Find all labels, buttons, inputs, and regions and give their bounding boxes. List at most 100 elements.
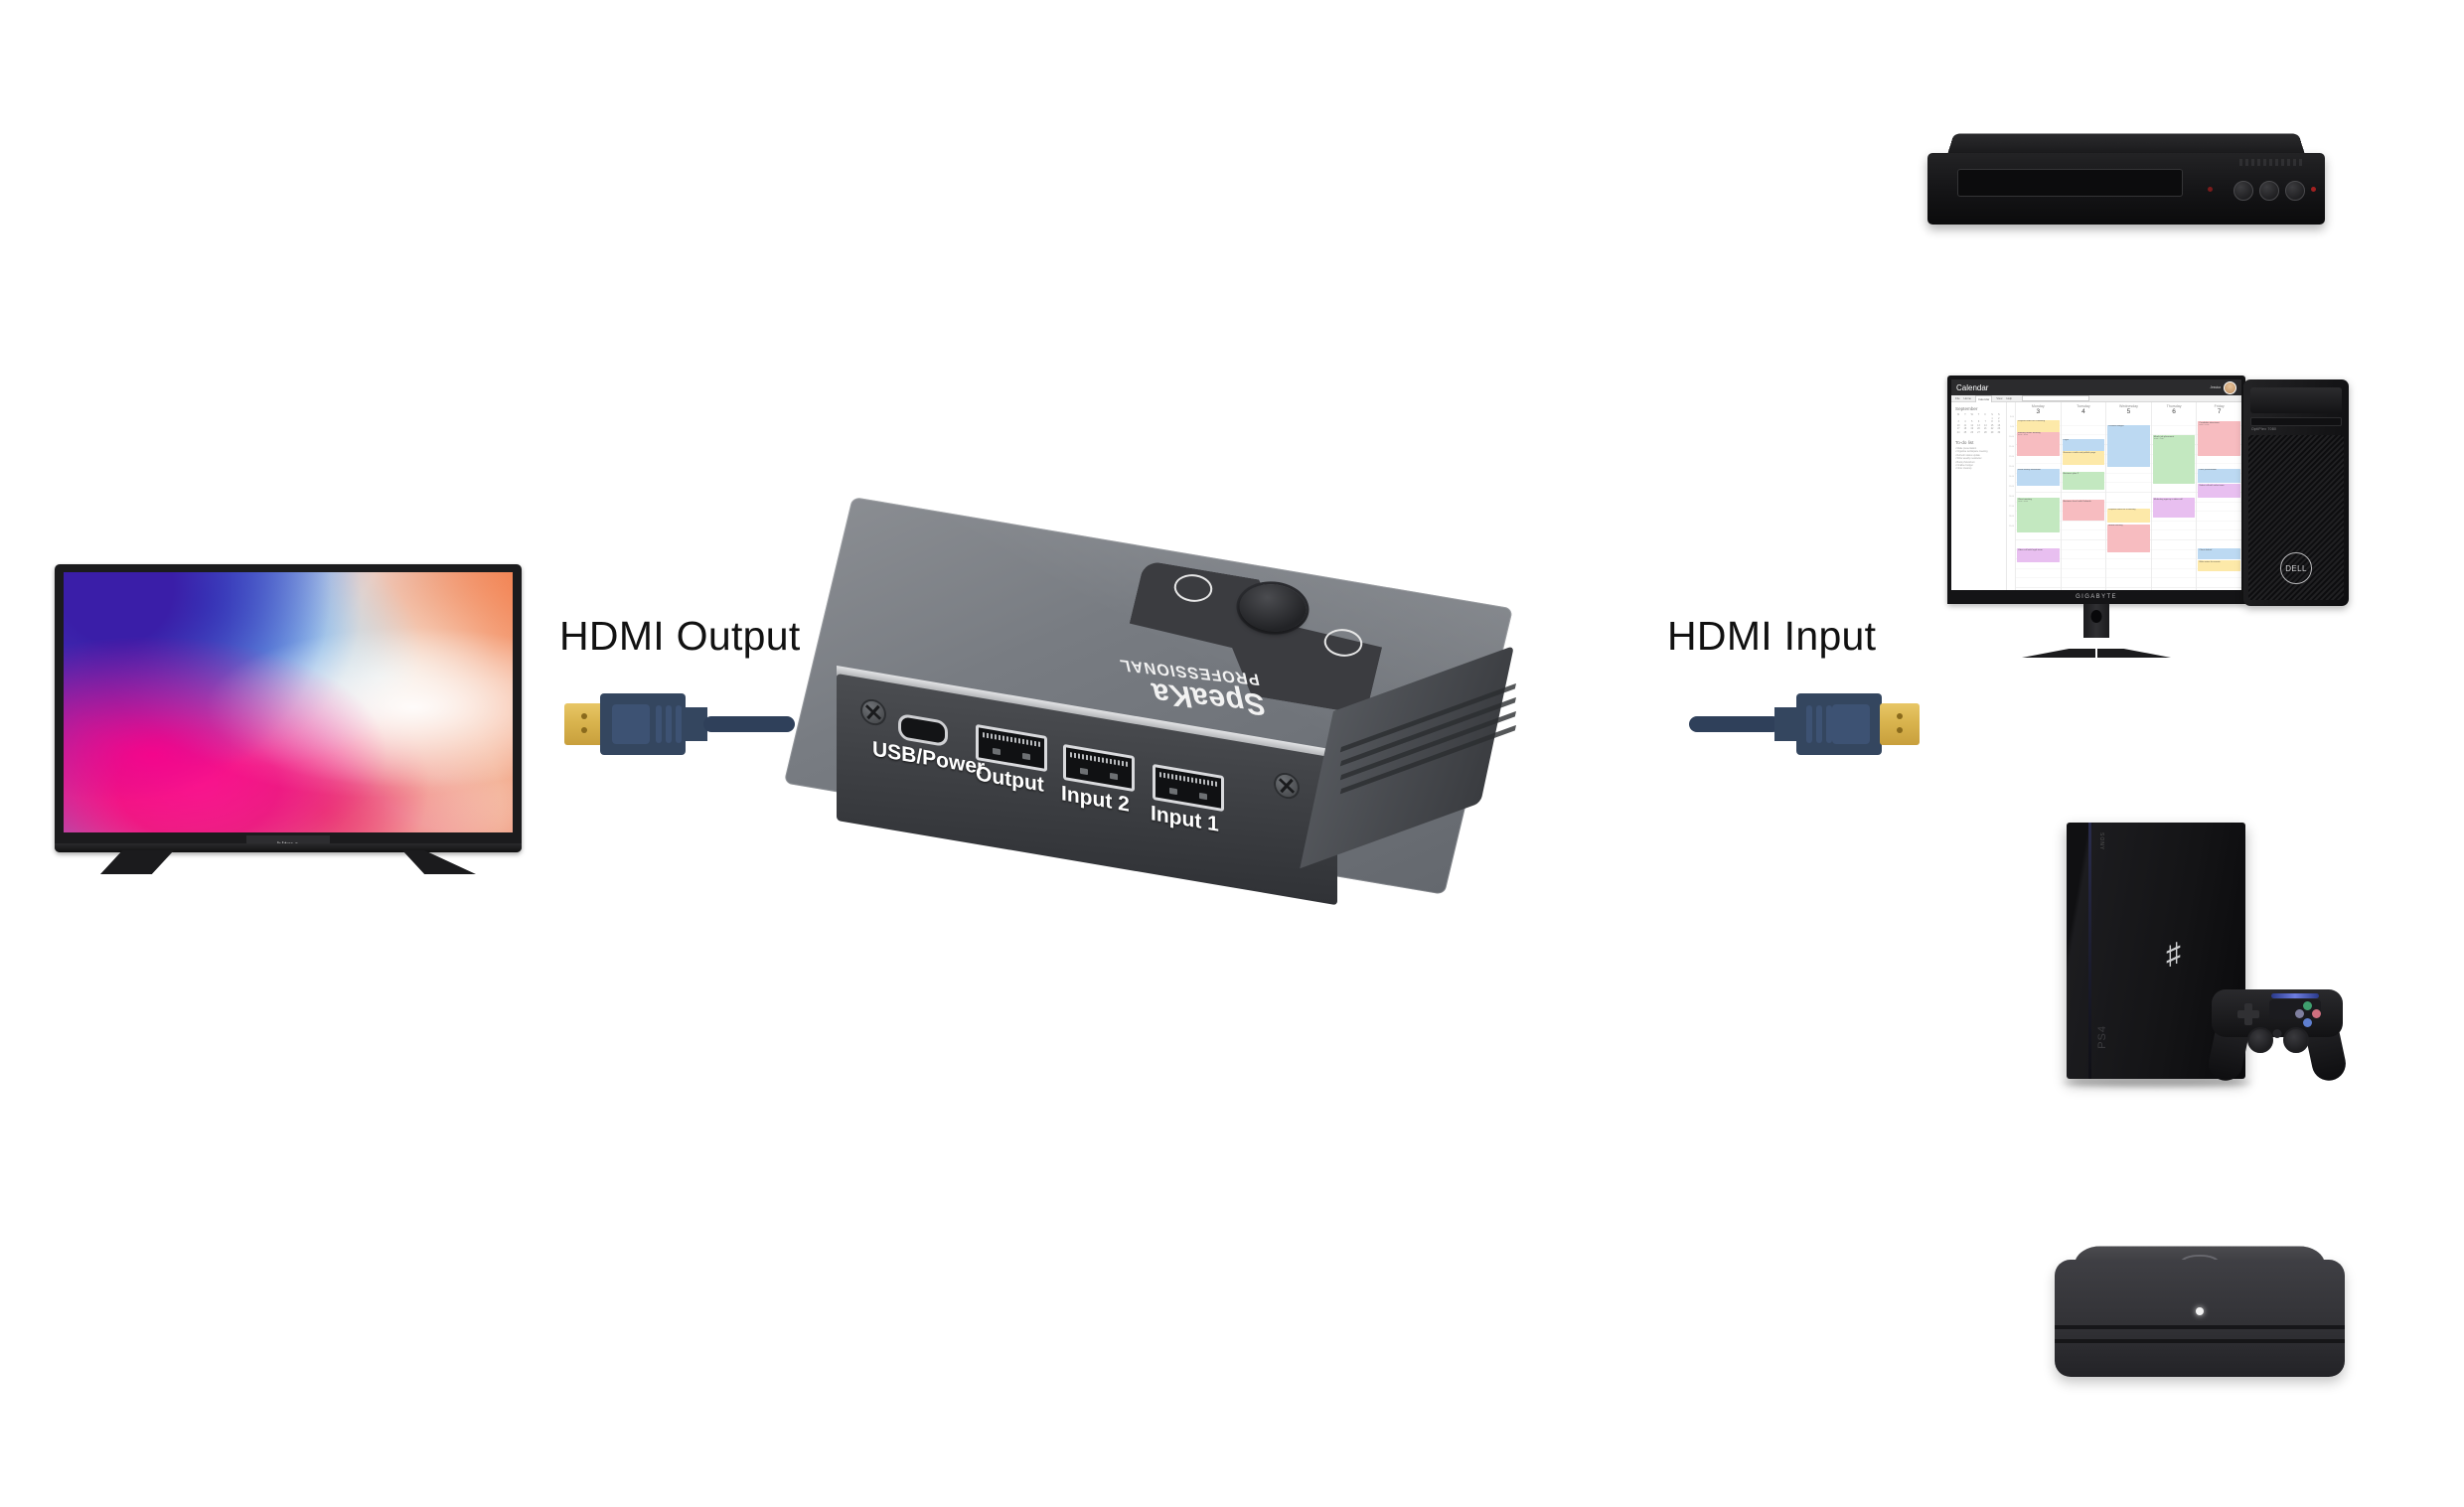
calendar-user[interactable]: Jessica [2210, 380, 2236, 394]
device-game-console[interactable]: SONY ♯ PS4 [2057, 823, 2365, 1111]
todo-item[interactable]: • Book photoshoot [1955, 460, 1975, 464]
mini-day[interactable]: 29 [1990, 430, 1994, 434]
tab-home[interactable]: Home [1963, 396, 1971, 400]
tab-help[interactable]: Help [2006, 396, 2013, 400]
todo-item[interactable]: • Inbox cleanup [1955, 467, 1972, 471]
mini-day[interactable]: 4 [1964, 420, 1966, 423]
controller-stick-right[interactable] [2283, 1027, 2309, 1053]
device-dvd-player[interactable] [1927, 127, 2325, 242]
mini-day[interactable]: 8 [1991, 420, 1993, 423]
calendar-event[interactable]: Remove a table and publish page [2062, 451, 2105, 465]
calendar-event[interactable]: Business lunch with Deborah [2062, 500, 2105, 521]
mini-day[interactable]: 10 [1956, 423, 1960, 427]
mini-day[interactable]: 7 [1984, 420, 1986, 423]
calendar-event[interactable]: Video call with legal team [2017, 548, 2060, 562]
hdmi-cable-output[interactable] [564, 693, 795, 755]
tower-front-ports[interactable] [2250, 417, 2342, 426]
mini-day[interactable]: 12 [1970, 423, 1974, 427]
mini-day[interactable]: 14 [1983, 423, 1987, 427]
device-pc-tower[interactable]: OptiPlex 7080 DELL [2243, 379, 2349, 606]
mini-day[interactable]: 2 [1998, 416, 2000, 420]
dvd-button-play[interactable] [2259, 181, 2279, 201]
mini-day[interactable]: 20 [1977, 427, 1980, 430]
monitor-screen[interactable]: Calendar Jessica File Home Calendar View… [1951, 379, 2241, 590]
mini-day[interactable]: 27 [1977, 430, 1980, 434]
device-television[interactable]: bltmo [55, 564, 522, 874]
todo-item[interactable]: • Write weekly newsletter [1955, 457, 1982, 461]
mini-day[interactable]: 24 [1956, 430, 1960, 434]
mini-day[interactable]: 17 [1956, 427, 1960, 430]
hdmi-switch-device[interactable]: SpeaKa PROFESSIONAL USB/Power Output Inp… [783, 487, 1619, 964]
calendar-toolbar[interactable]: File Home Calendar View Help [1951, 394, 2241, 402]
calendar-event[interactable]: Business plan 2 [2062, 472, 2105, 490]
mini-day[interactable]: 18 [1963, 427, 1967, 430]
mini-day[interactable]: 1 [1991, 416, 1993, 420]
hdmi-cable-input[interactable] [1689, 693, 1920, 755]
calendar-event[interactable]: Client debrief [2198, 548, 2240, 559]
todo-item[interactable]: • Make presentation [1955, 447, 1977, 450]
search-input[interactable] [2022, 395, 2090, 401]
controller-stick-left[interactable] [2247, 1027, 2273, 1053]
tower-optical-bay[interactable] [2250, 387, 2342, 413]
mini-day[interactable]: 28 [1983, 430, 1987, 434]
dvd-disc-tray[interactable] [1957, 169, 2183, 197]
calendar-event[interactable]: Position badges [2107, 424, 2150, 467]
controller-ps-button[interactable] [2272, 1029, 2282, 1038]
todo-item[interactable]: • Organise workspace meeting [1955, 450, 1988, 454]
calendar-event[interactable]: Write weekly newsletter [2017, 468, 2060, 486]
todo-list[interactable]: • Make presentation• Organise workspace … [1955, 447, 2002, 471]
tab-calendar[interactable]: Calendar [1974, 394, 1993, 402]
mini-day[interactable]: 22 [1990, 427, 1994, 430]
device-monitor[interactable]: Calendar Jessica File Home Calendar View… [1947, 376, 2245, 658]
calendar-event[interactable]: Prepare notes for a meeting [2107, 508, 2150, 523]
mini-day[interactable]: 26 [1970, 430, 1974, 434]
mini-day[interactable]: 9 [1998, 420, 2000, 423]
controller-face-buttons[interactable] [2295, 1001, 2321, 1027]
todo-item[interactable]: • Refresh status update [1955, 453, 1980, 457]
mini-day[interactable]: 15 [1990, 423, 1994, 427]
calendar-event[interactable]: Prepare notes for a meeting [2017, 419, 2060, 432]
mini-day[interactable]: 23 [1997, 427, 2001, 430]
device-streaming-box[interactable] [2055, 1230, 2345, 1385]
mini-day[interactable]: 3 [1957, 420, 1959, 423]
mini-day[interactable]: 30 [1997, 430, 2001, 434]
mini-day[interactable]: 13 [1977, 423, 1980, 427]
game-controller[interactable] [2194, 983, 2361, 1084]
dvd-button-eject[interactable] [2285, 181, 2305, 201]
mini-day[interactable]: 11 [1963, 423, 1967, 427]
calendar-event[interactable]: Video call with sales team [2198, 484, 2240, 499]
controller-dpad[interactable] [2237, 1003, 2259, 1025]
calendar-event[interactable]: Marketing agency a video call [2152, 498, 2196, 518]
tab-view[interactable]: View [1996, 396, 2003, 400]
calendar-event[interactable]: Write notes for events [2198, 560, 2240, 571]
tab-file[interactable]: File [1955, 396, 1960, 400]
calendar-event[interactable]: Legal [2062, 438, 2105, 451]
calendar-event[interactable]: Board meeting [2107, 524, 2150, 552]
mini-day[interactable]: 6 [1977, 420, 1980, 423]
mini-day[interactable]: 5 [1971, 420, 1973, 423]
mini-day[interactable]: 16 [1997, 423, 2001, 427]
dvd-button-power[interactable] [2233, 181, 2253, 201]
mini-day[interactable]: 19 [1970, 427, 1974, 430]
mini-day[interactable]: 25 [1963, 430, 1967, 434]
todo-item[interactable]: • Finalise budget [1955, 464, 1973, 468]
calendar-event[interactable]: Offer presentation [2198, 468, 2240, 483]
mini-day[interactable]: 21 [1983, 427, 1987, 430]
